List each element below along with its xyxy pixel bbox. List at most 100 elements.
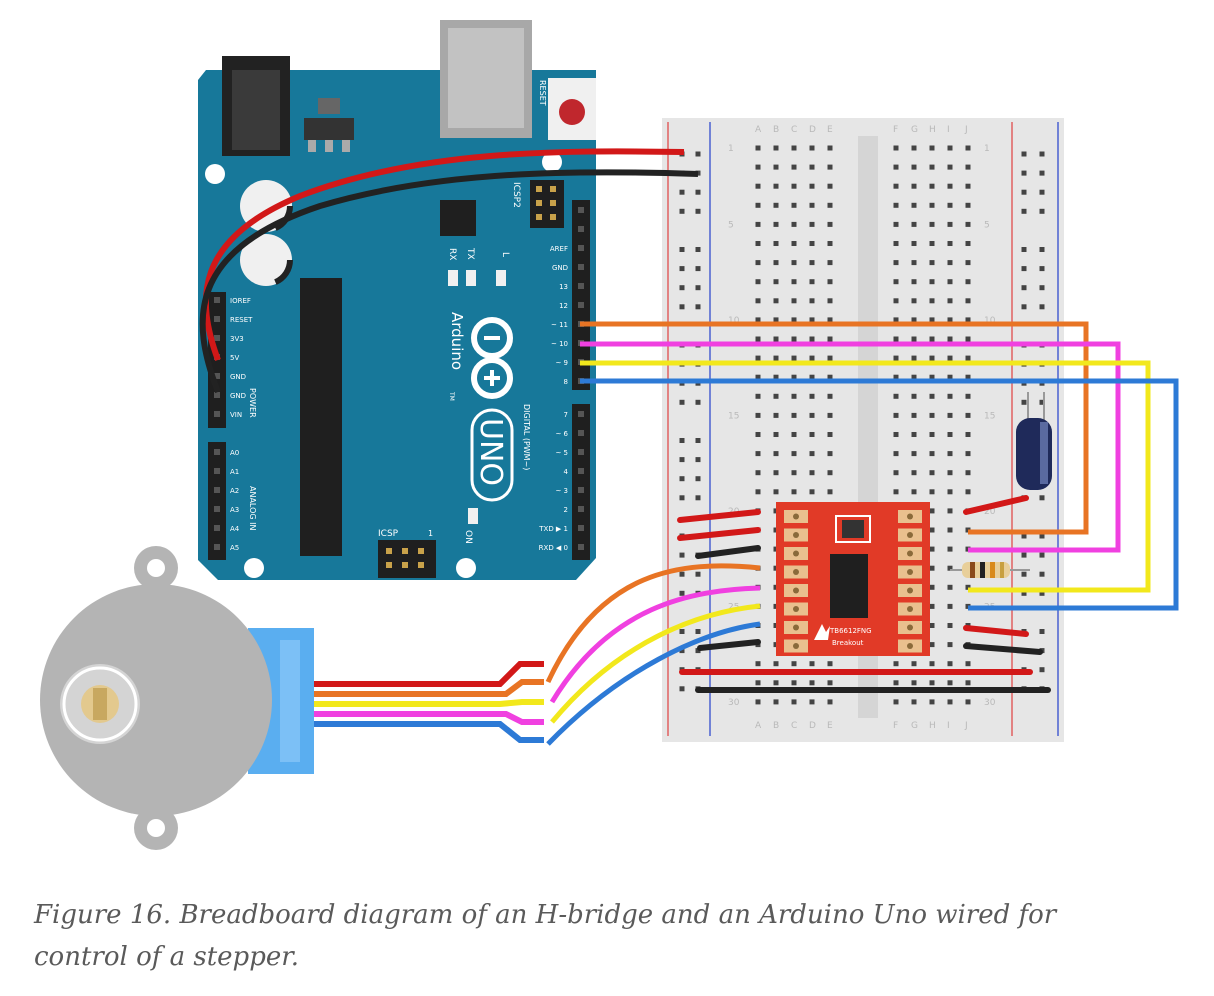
rail-hole	[679, 189, 685, 195]
analog-pin-label: A3	[230, 506, 239, 514]
digital-pin-label: ~ 9	[555, 359, 568, 367]
breadboard-hole	[929, 584, 935, 590]
breadboard-hole	[809, 393, 815, 399]
breadboard-hole	[929, 221, 935, 227]
diagram-canvas: AABBCCDDEEFFGGHHIIJJ11551010151520202525…	[40, 20, 1179, 850]
breadboard-hole	[911, 260, 917, 266]
icsp2-pin	[536, 200, 542, 206]
breadboard-hole	[827, 317, 833, 323]
icsp-pin1-label: 1	[428, 529, 433, 538]
digital-pin-label: 12	[559, 302, 568, 310]
breadboard-hole	[893, 183, 899, 189]
breadboard-hole	[929, 317, 935, 323]
breadboard-hole	[809, 279, 815, 285]
breadboard-hole	[773, 393, 779, 399]
breadboard-hole	[755, 451, 761, 457]
breadboard-hole	[791, 145, 797, 151]
breadboard-hole	[893, 374, 899, 380]
breadboard-hole	[791, 164, 797, 170]
breadboard-hole	[947, 260, 953, 266]
breadboard-hole	[773, 145, 779, 151]
row-number-right: 30	[984, 698, 996, 708]
row-number-left: 30	[728, 698, 740, 708]
header-pin	[578, 226, 584, 232]
breadboard-hole	[791, 298, 797, 304]
row-number-right: 20	[984, 507, 996, 517]
rail-hole	[1021, 285, 1027, 291]
mounting-hole	[456, 558, 476, 578]
breadboard-hole	[947, 241, 953, 246]
breadboard-hole	[911, 202, 917, 208]
breadboard-hole	[791, 393, 797, 399]
digital-pin-label: TXD ▶ 1	[538, 525, 568, 533]
power-pin-label: 5V	[230, 354, 239, 362]
breadboard-hole	[929, 202, 935, 208]
column-label-bottom: I	[947, 721, 950, 731]
column-label-bottom: E	[827, 721, 833, 731]
driver-pad-hole	[907, 606, 913, 612]
breadboard-hole	[755, 470, 761, 476]
breadboard-hole	[791, 432, 797, 437]
breadboard-hole	[947, 336, 953, 342]
row-number-left: 5	[728, 220, 734, 230]
breadboard-hole	[893, 470, 899, 476]
power-jack-inner	[232, 70, 280, 150]
header-pin	[214, 335, 220, 341]
driver-pad-hole	[793, 587, 799, 594]
rail-hole	[1039, 629, 1045, 634]
rail-hole	[679, 438, 685, 443]
breadboard-hole	[947, 412, 953, 418]
breadboard-hole	[929, 241, 935, 246]
column-label-top: C	[791, 125, 797, 135]
row-number-left: 1	[728, 144, 734, 154]
column-label-bottom: F	[893, 721, 898, 731]
breadboard-hole	[947, 202, 953, 208]
rail-hole	[695, 304, 701, 310]
breadboard-hole	[755, 336, 761, 342]
icsp-pin	[402, 548, 408, 554]
driver-pad-hole	[793, 513, 799, 520]
breadboard-hole	[929, 527, 935, 533]
breadboard-hole	[947, 546, 953, 552]
breadboard-hole	[893, 432, 899, 437]
breadboard-hole	[929, 565, 935, 571]
driver-pads	[784, 510, 922, 653]
breadboard-hole	[755, 241, 761, 246]
column-label-bottom: J	[964, 721, 968, 731]
rail-hole	[679, 648, 685, 654]
column-label-top: J	[964, 125, 968, 135]
rail-hole	[695, 266, 701, 272]
rail-hole	[1021, 533, 1027, 539]
column-label-top: H	[929, 125, 936, 135]
rail-hole	[695, 247, 701, 252]
breadboard-hole	[755, 164, 761, 170]
breadboard-hole	[791, 661, 797, 667]
breadboard-hole	[755, 145, 761, 151]
rail-hole	[1021, 552, 1027, 558]
breadboard-hole	[827, 221, 833, 227]
digital-pin-label: ~ 10	[551, 340, 568, 348]
breadboard-hole	[947, 623, 953, 628]
breadboard-hole	[809, 183, 815, 189]
icsp-pins	[386, 548, 424, 568]
breadboard-hole	[893, 393, 899, 399]
breadboard-hole	[929, 508, 935, 514]
breadboard-hole	[965, 680, 971, 686]
breadboard-hole	[929, 623, 935, 628]
icsp-pin	[386, 562, 392, 568]
breadboard-hole	[911, 451, 917, 457]
breadboard-hole	[809, 145, 815, 151]
breadboard-hole	[947, 470, 953, 476]
breadboard-hole	[791, 317, 797, 323]
breadboard-hole	[827, 489, 833, 495]
analog-pin-label: A0	[230, 449, 239, 457]
icsp2-header	[530, 180, 564, 228]
power-pin-label: 3V3	[230, 335, 244, 343]
digital-pin-label: GND	[552, 264, 568, 272]
column-label-top: D	[809, 125, 816, 135]
tx-led	[466, 270, 476, 286]
digital-pin-label: AREF	[550, 245, 568, 253]
breadboard-hole	[911, 680, 917, 686]
breadboard-hole	[965, 145, 971, 151]
header-pin	[578, 449, 584, 455]
